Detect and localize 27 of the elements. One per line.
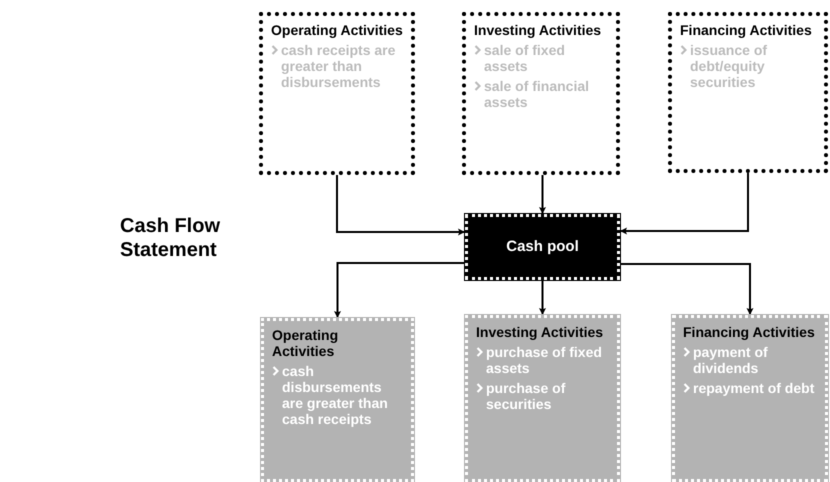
box-heading: Operating Activities [272, 327, 340, 359]
arrow [336, 175, 465, 236]
arrow [620, 263, 754, 315]
bullet-text: purchase of securities [486, 380, 566, 412]
use-box [465, 315, 620, 482]
diagram-title: Cash Flow Statement [120, 214, 222, 262]
arrow [539, 175, 546, 214]
box-heading: Operating Activities [271, 22, 403, 38]
box-heading: Investing Activities [476, 324, 604, 340]
arrow [539, 280, 546, 315]
source-box [462, 12, 620, 175]
box-heading: Investing Activities [474, 22, 602, 38]
bullet-text: cash disbursements are greater than cash receipts [282, 363, 389, 427]
source-box [259, 12, 415, 175]
bullet-text: sale of financial assets [484, 78, 590, 110]
use-box [261, 318, 414, 482]
arrow [620, 173, 749, 234]
source-box [668, 12, 828, 173]
use-box [672, 315, 828, 482]
bullet-text: cash receipts are greater than disbursements [281, 42, 396, 90]
box-heading: Financing Activities [680, 22, 813, 38]
bullet-text: issuance of debt/equity securities [690, 42, 768, 90]
cash-pool-box [465, 214, 620, 280]
bullet-text: repayment of debt [693, 380, 814, 396]
pool-label: Cash pool [506, 239, 579, 255]
box-heading: Financing Activities [683, 324, 816, 340]
arrow [334, 262, 465, 318]
